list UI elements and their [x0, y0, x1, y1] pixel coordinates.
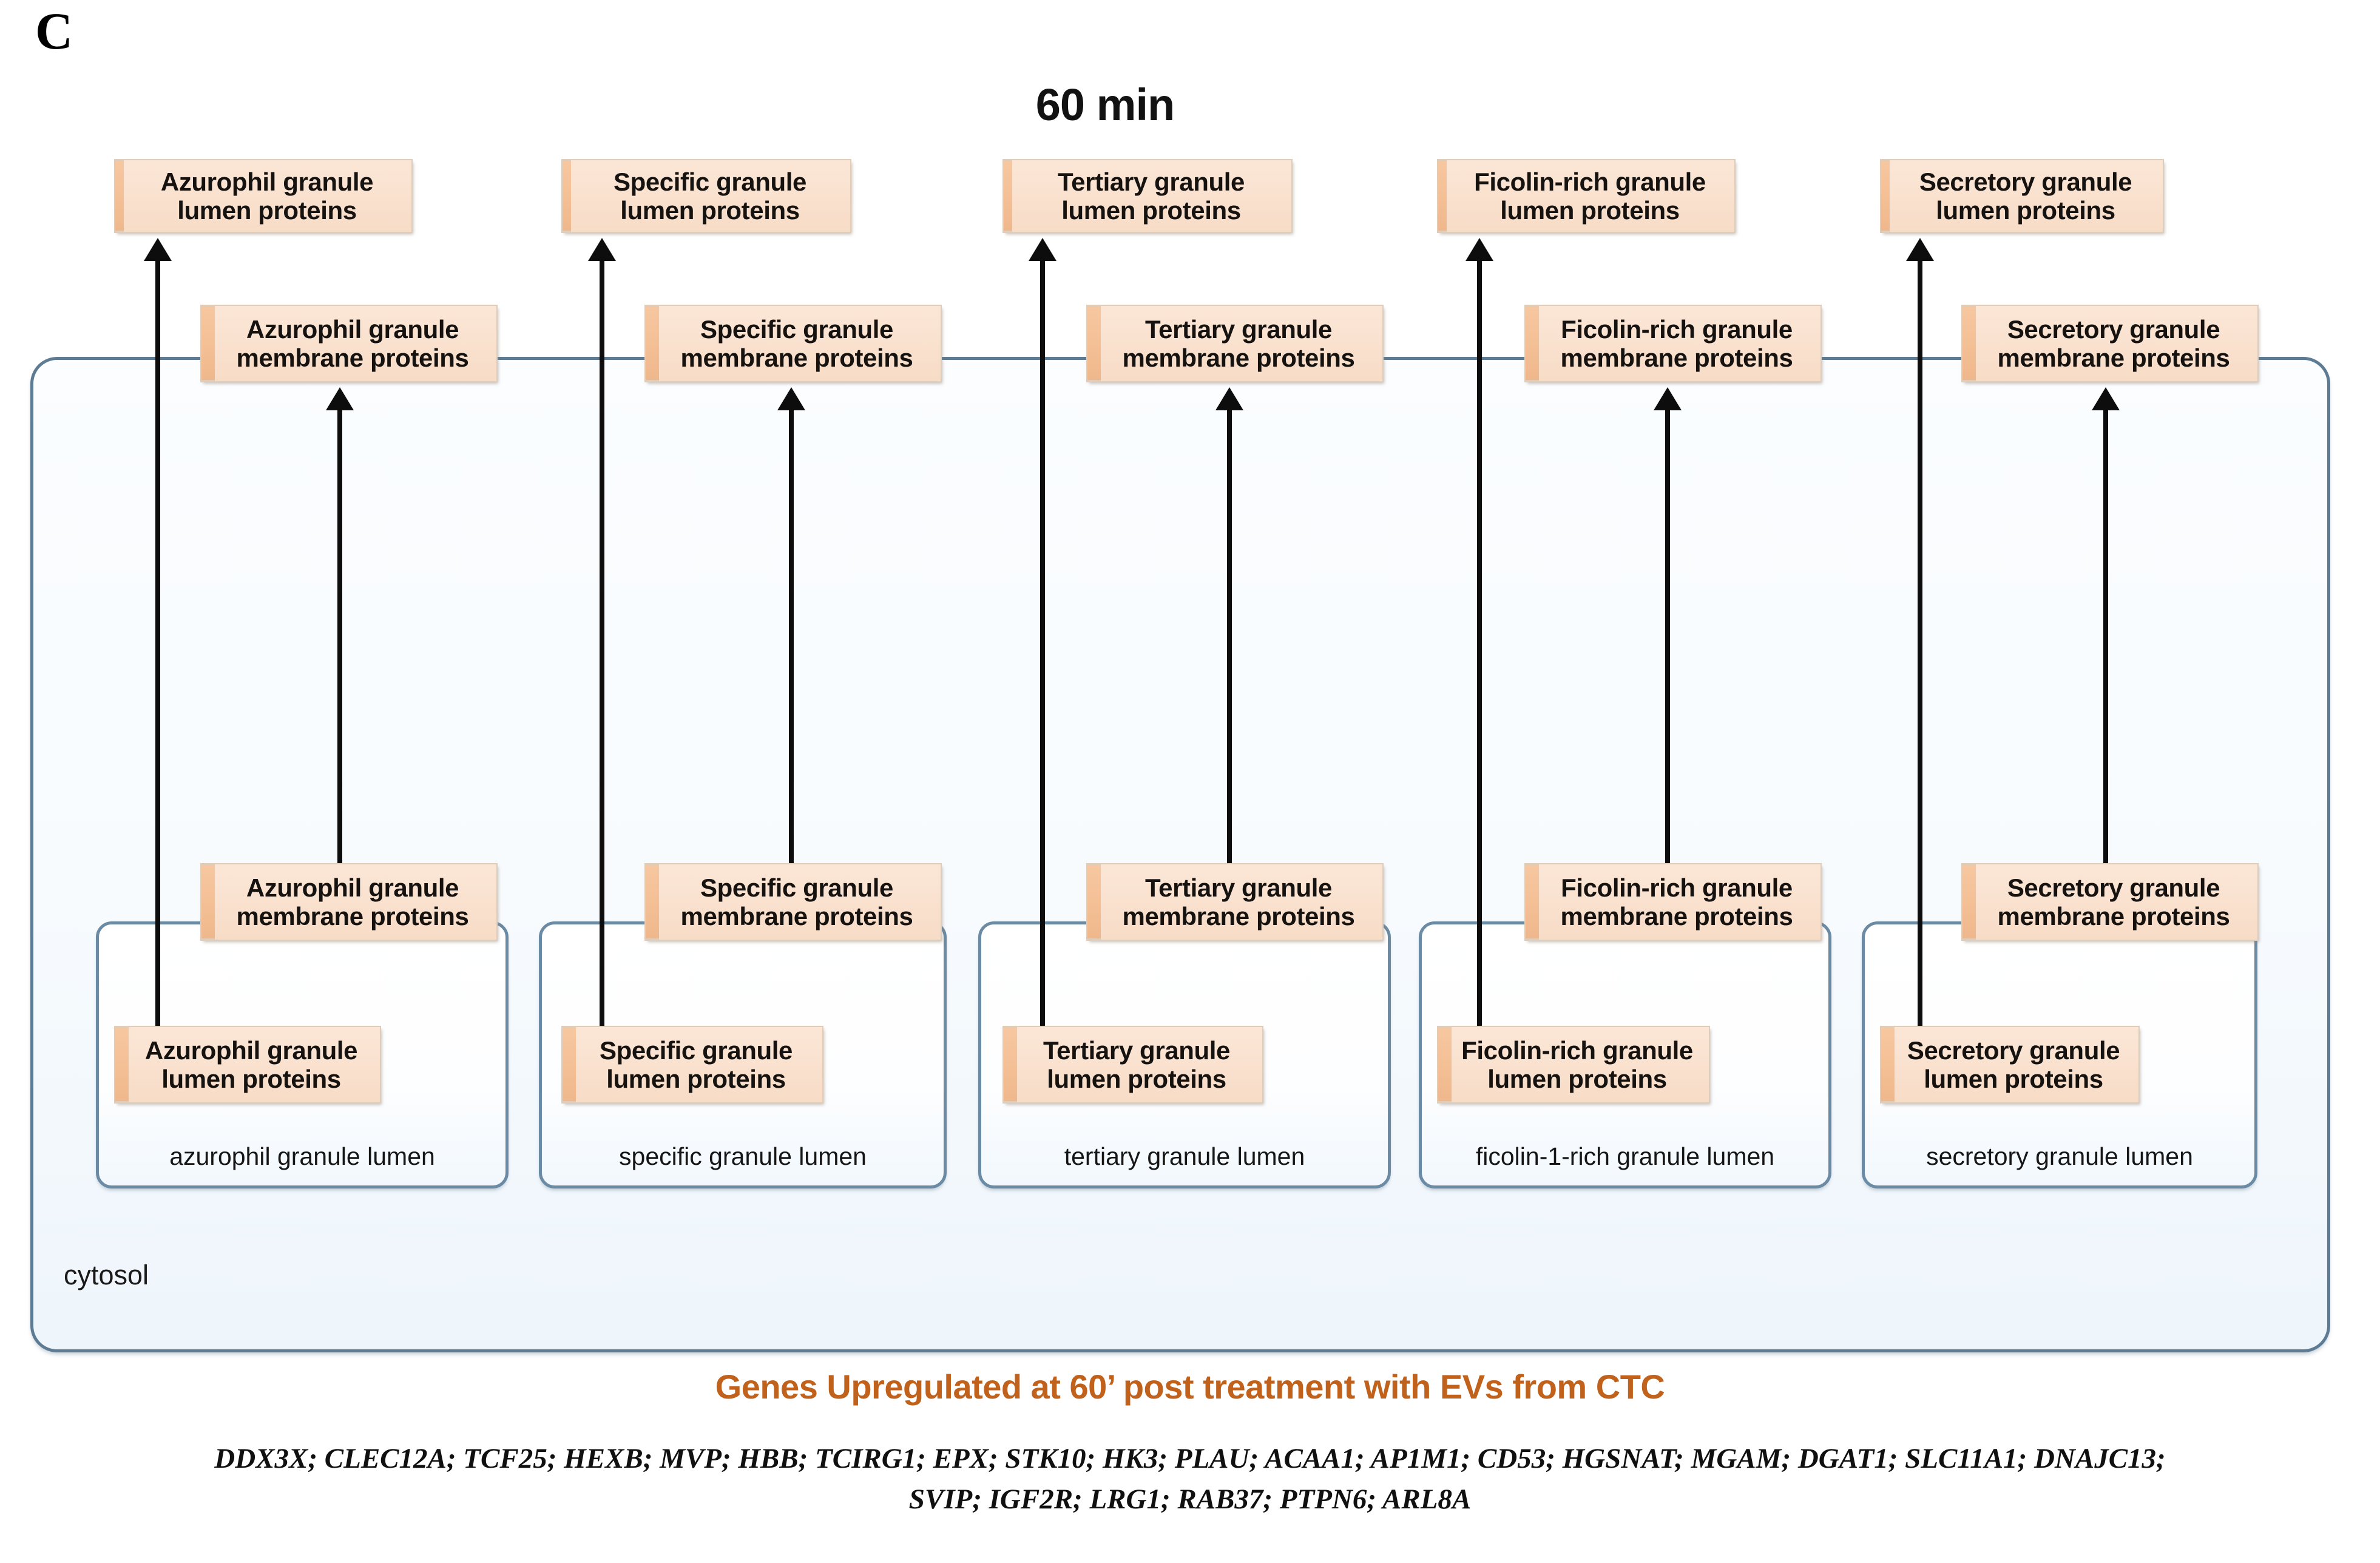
cytosol-label: cytosol	[64, 1260, 149, 1290]
gene-list-line-1: DDX3X; CLEC12A; TCF25; HEXB; MVP; HBB; T…	[214, 1443, 2166, 1474]
arrow-inner-membrane-to-top-membrane-ficolin-rich	[1665, 405, 1670, 863]
granule-lumen-label-azurophil: azurophil granule lumen	[169, 1142, 435, 1170]
box-accent-stripe	[1961, 864, 1976, 940]
box-accent-stripe	[200, 864, 215, 940]
box-accent-stripe	[114, 1027, 129, 1102]
arrow-inner-membrane-to-top-membrane-tertiary	[1227, 405, 1232, 863]
arrow-lumen-to-top-ficolin-rich	[1477, 256, 1482, 1026]
box-accent-stripe	[1880, 160, 1890, 232]
box-accent-stripe	[114, 160, 124, 232]
box-accent-stripe	[200, 306, 215, 381]
box-accent-stripe	[1002, 160, 1012, 232]
box-accent-stripe	[1086, 864, 1101, 940]
granule-lumen-label-ficolin-rich: ficolin-1-rich granule lumen	[1475, 1142, 1775, 1170]
box-accent-stripe	[1002, 1027, 1017, 1102]
panel-letter: C	[35, 2, 73, 60]
timepoint-title: 60 min	[0, 79, 2380, 131]
arrow-inner-membrane-to-top-membrane-secretory	[2103, 405, 2108, 863]
genes-upregulated-caption: Genes Upregulated at 60’ post treatment …	[715, 1368, 1665, 1406]
granule-lumen-label-specific: specific granule lumen	[619, 1142, 867, 1170]
timepoint-label: 60 min	[1035, 80, 1175, 130]
granule-lumen-label-secretory: secretory granule lumen	[1926, 1142, 2193, 1170]
box-accent-stripe	[1961, 306, 1976, 381]
granule-lumen-label-tertiary: tertiary granule lumen	[1064, 1142, 1305, 1170]
box-accent-stripe	[561, 160, 571, 232]
arrow-inner-membrane-to-top-membrane-specific	[789, 405, 794, 863]
arrow-inner-membrane-to-top-membrane-azurophil	[337, 405, 342, 863]
box-accent-stripe	[644, 864, 659, 940]
box-accent-stripe	[1524, 864, 1539, 940]
box-accent-stripe	[644, 306, 659, 381]
arrow-lumen-to-top-tertiary	[1040, 256, 1045, 1026]
gene-list: DDX3X; CLEC12A; TCF25; HEXB; MVP; HBB; T…	[49, 1439, 2331, 1519]
arrow-lumen-to-top-azurophil	[155, 256, 160, 1026]
box-accent-stripe	[1524, 306, 1539, 381]
cytosol-compartment	[30, 357, 2330, 1352]
box-accent-stripe	[1437, 1027, 1452, 1102]
box-accent-stripe	[1086, 306, 1101, 381]
box-accent-stripe	[1880, 1027, 1895, 1102]
arrow-lumen-to-top-specific	[600, 256, 604, 1026]
box-accent-stripe	[561, 1027, 576, 1102]
arrow-lumen-to-top-secretory	[1918, 256, 1922, 1026]
gene-list-line-2: SVIP; IGF2R; LRG1; RAB37; PTPN6; ARL8A	[908, 1483, 1472, 1515]
box-accent-stripe	[1437, 160, 1447, 232]
